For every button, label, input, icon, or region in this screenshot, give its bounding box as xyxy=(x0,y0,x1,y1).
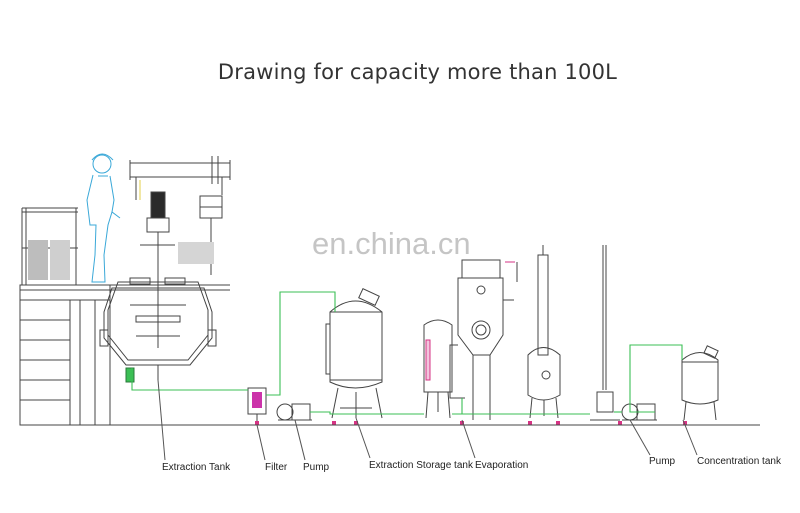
label-pump-2: Pump xyxy=(649,456,676,467)
concentration-tank xyxy=(681,345,719,421)
agitator-motor xyxy=(140,191,175,348)
diagram-title: Drawing for capacity more than 100L xyxy=(217,60,618,84)
extraction-tank xyxy=(99,277,217,383)
label-extraction-storage-tank: Extraction Storage tank xyxy=(369,460,473,471)
label-pump-1: Pump xyxy=(303,462,330,473)
pump-1 xyxy=(276,403,312,421)
valve-markers xyxy=(255,421,687,425)
blurred-region xyxy=(178,242,214,264)
process-pipes xyxy=(131,291,683,415)
leader-lines xyxy=(157,379,698,461)
label-evaporation: Evaporation xyxy=(475,460,529,471)
operator-figure-icon xyxy=(86,153,121,283)
platform-structure xyxy=(19,207,230,426)
extraction-storage-tank xyxy=(325,288,383,419)
label-concentration-tank: Concentration tank xyxy=(697,456,781,467)
vacuum-line xyxy=(590,245,620,421)
separator-column xyxy=(527,245,561,419)
watermark-text: en.china.cn xyxy=(312,226,471,261)
evaporator xyxy=(449,259,518,420)
label-extraction-tank: Extraction Tank xyxy=(162,462,231,473)
filter-unit xyxy=(247,387,267,425)
receiver-tank xyxy=(423,319,453,419)
label-filter: Filter xyxy=(265,462,288,473)
